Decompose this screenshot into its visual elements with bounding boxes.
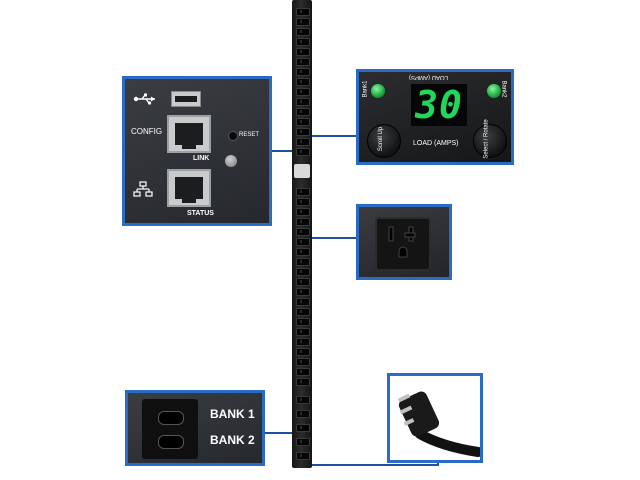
pdu-outlet [296,238,310,246]
pdu-outlet [296,78,310,86]
nema-receptacle [375,217,431,271]
link-led [225,155,237,167]
pdu-outlet [296,118,310,126]
link-label: LINK [193,155,210,162]
network-port [167,169,211,207]
pdu-outlet [296,218,310,226]
pdu-strip [292,0,312,468]
display-panel: Bank1 LOAD (AMPS) 30 Bank2 Scroll Up LOA… [356,69,514,165]
bank2-breaker [158,435,184,449]
reset-label: RESET [239,132,260,138]
usb-icon [133,93,155,105]
pdu-outlet [296,188,310,196]
pdu-outlet [296,308,310,316]
pdu-outlet [296,328,310,336]
pdu-outlet [296,288,310,296]
network-panel: CONFIG RESET LINK STATUS [122,76,272,226]
bank1-label: Bank1 [362,80,369,98]
pdu-outlet [296,208,310,216]
callout-line-plug-v [437,460,439,466]
receptacle-slots-icon [388,226,416,258]
callout-line-network [272,150,294,152]
breaker-plate [142,399,198,459]
usb-port [171,91,201,107]
pdu-outlet [296,438,310,446]
pdu-outlet [296,8,310,16]
config-label: CONFIG [131,127,163,136]
load-reading: 30 [411,84,467,126]
pdu-outlet [296,358,310,366]
pdu-outlet [296,248,310,256]
receptacle-panel [356,204,452,280]
pdu-outlet [296,108,310,116]
pdu-outlet [296,138,310,146]
callout-line-display [312,135,356,137]
bank1-label-plate: BANK 1 [210,407,255,421]
bank2-label-plate: BANK 2 [210,433,255,447]
bank1-breaker [158,411,184,425]
pdu-outlet [296,38,310,46]
pdu-outlet [296,410,310,418]
pdu-outlet [296,58,310,66]
scroll-up-button [367,124,401,158]
callout-line-plug-h [308,464,439,466]
pdu-outlet [296,228,310,236]
pdu-outlet [296,396,310,404]
pdu-outlet [296,18,310,26]
reset-button [228,131,238,141]
bank-panel: BANK 1 BANK 2 [125,390,265,466]
locking-plug-icon [397,391,483,457]
bank2-label: Bank2 [500,80,507,98]
pdu-outlet [296,424,310,432]
pdu-outlet [296,268,310,276]
callout-line-bank [265,432,293,434]
bank2-led [487,84,501,98]
pdu-outlet [296,88,310,96]
pdu-outlet [296,378,310,386]
pdu-outlet [296,318,310,326]
load-label-bottom: LOAD (AMPS) [413,140,459,147]
pdu-outlet [296,198,310,206]
pdu-outlet [296,368,310,376]
select-label: Select / Rotate [483,119,490,159]
pdu-outlet [296,128,310,136]
pdu-outlet [296,148,310,156]
pdu-outlet [296,68,310,76]
pdu-outlet [296,48,310,56]
pdu-outlet [296,278,310,286]
pdu-outlet [296,452,310,460]
bank1-led [371,84,385,98]
pdu-outlet [296,348,310,356]
config-port [167,115,211,153]
pdu-outlet [296,28,310,36]
status-label: STATUS [187,210,214,217]
callout-line-receptacle [312,237,356,239]
pdu-outlet [296,258,310,266]
select-rotate-button [473,124,507,158]
scroll-label: Scroll Up [378,126,385,152]
pdu-logo [294,164,310,178]
plug-panel [387,373,483,463]
pdu-outlet [296,298,310,306]
network-icon [133,181,153,197]
pdu-outlet [296,98,310,106]
load-label-top: LOAD (AMPS) [409,74,449,80]
pdu-outlet [296,338,310,346]
